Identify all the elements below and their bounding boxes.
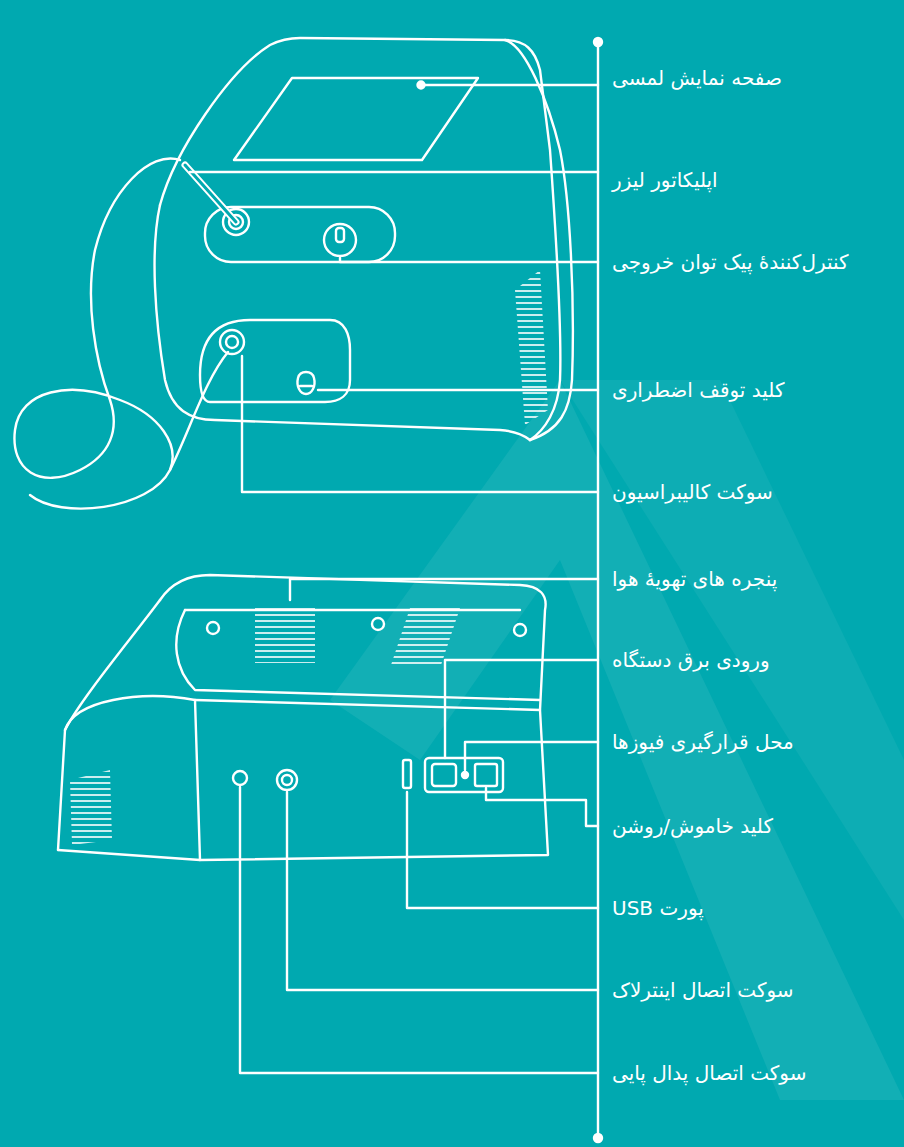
device-side [505, 40, 573, 440]
interlock-socket [277, 770, 297, 790]
part-label-text: پنجره های تهویهٔ هوا [612, 567, 777, 591]
screw [514, 624, 526, 636]
back-face [195, 700, 548, 860]
touch-screen [234, 78, 478, 160]
device-body [160, 38, 560, 440]
part-label: کنترل‌کنندهٔ پیک توان خروجی [612, 245, 892, 279]
power-inlet [432, 764, 456, 786]
part-label-text: ورودی برق دستگاه [612, 648, 770, 672]
applicator-cable [170, 352, 228, 470]
calibration-socket [220, 330, 244, 354]
part-label: پورت USB [612, 891, 892, 925]
part-label-text: کنترل‌کنندهٔ پیک توان خروجی [612, 250, 849, 274]
screw [372, 618, 384, 630]
part-label-text: سوکت اتصال اینترلاک [612, 978, 794, 1002]
screw [207, 622, 219, 634]
emergency-stop [300, 385, 312, 387]
label-bar [597, 42, 599, 1138]
side-fins [70, 770, 112, 845]
emergency-stop [297, 372, 314, 394]
part-label-text: پورت USB [612, 896, 704, 920]
part-label: اپلیکاتور لیزر [612, 163, 892, 197]
side-fins [515, 270, 548, 425]
fuse-holder [462, 772, 468, 778]
pedal-socket [233, 771, 247, 785]
device-front [155, 205, 530, 440]
part-label: سوکت اتصال اینترلاک [612, 973, 892, 1007]
part-label: سوکت کالیبراسیون [612, 475, 892, 509]
part-label: سوکت اتصال پدال پایی [612, 1056, 892, 1090]
bar-end [594, 1134, 602, 1142]
background-chevron [330, 380, 904, 1100]
part-label-text: اپلیکاتور لیزر [612, 168, 718, 192]
device-top-back [160, 575, 546, 710]
part-label-text: کلید خاموش/روشن [612, 814, 773, 838]
power-switch [475, 764, 497, 786]
device-side-back [58, 600, 160, 850]
leader-lines [190, 85, 598, 1073]
part-label: ورودی برق دستگاه [612, 643, 892, 677]
part-label-text: صفحه نمایش لمسی [612, 66, 782, 90]
power-knob [324, 224, 356, 256]
usb-port [403, 760, 411, 788]
background-chevron [560, 380, 904, 920]
back-panel [185, 609, 520, 611]
laser-applicator [185, 165, 236, 222]
part-label: محل قرارگیری فیوزها [612, 725, 892, 759]
interlock-socket [282, 775, 292, 785]
part-label: کلید خاموش/روشن [612, 809, 892, 843]
part-label-text: کلید توقف اضطراری [612, 378, 784, 402]
calibration-socket [226, 336, 238, 348]
part-label: کلید توقف اضطراری [612, 373, 892, 407]
bar-end [594, 38, 602, 46]
part-label-text: سوکت کالیبراسیون [612, 480, 773, 504]
device-side-back [58, 696, 200, 860]
back-panel [176, 610, 540, 700]
part-label: پنجره های تهویهٔ هوا [612, 562, 892, 596]
part-label: صفحه نمایش لمسی [612, 61, 892, 95]
part-label-text: سوکت اتصال پدال پایی [612, 1061, 806, 1085]
ventilation-window [255, 608, 315, 663]
power-knob [336, 228, 344, 242]
applicator-cable [14, 158, 180, 508]
part-label-text: محل قرارگیری فیوزها [612, 730, 794, 754]
laser-applicator [185, 165, 236, 222]
